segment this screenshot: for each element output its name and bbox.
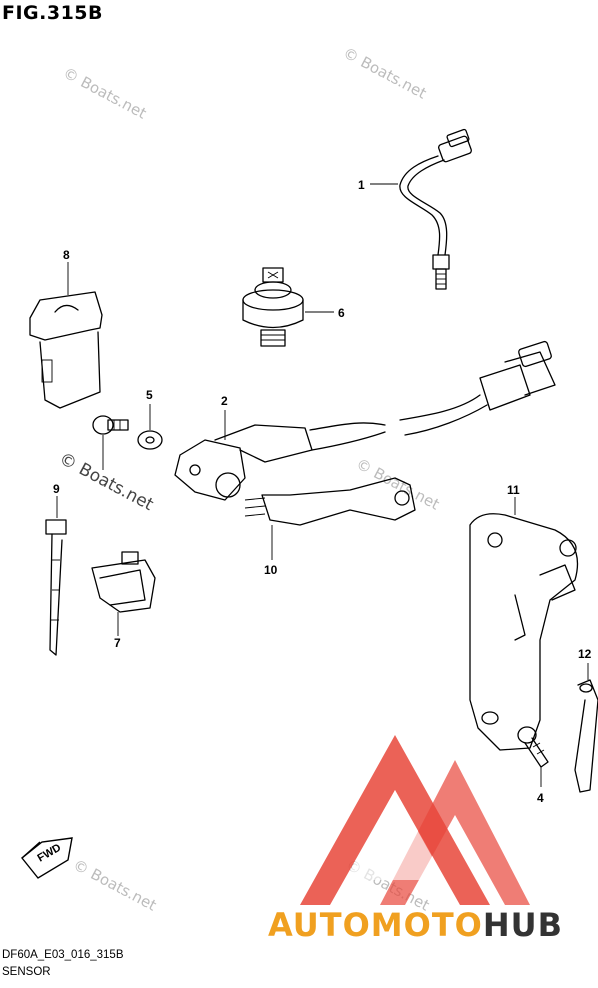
part-8-holder bbox=[29, 291, 103, 409]
fwd-direction-marker: FWD bbox=[21, 837, 73, 879]
callout-5: 4 bbox=[537, 791, 544, 805]
watermark-middle-right: © Boats.net bbox=[353, 455, 442, 514]
model-code: DF60A_E03_016_315B bbox=[2, 949, 124, 961]
automotohub-logo-mark bbox=[300, 735, 530, 905]
part-10-temp-sensor bbox=[244, 477, 416, 526]
callout-10: 10 bbox=[264, 563, 278, 577]
callout-9: 9 bbox=[53, 482, 60, 496]
watermark-bottom-left: © Boats.net bbox=[70, 856, 159, 915]
callout-2: 2 bbox=[221, 394, 228, 408]
callout-1: 1 bbox=[358, 178, 365, 192]
section-name: SENSOR bbox=[2, 966, 51, 978]
figure-title: FIG.315B bbox=[2, 2, 104, 24]
callout-4: 5 bbox=[146, 388, 153, 402]
callout-8: 8 bbox=[63, 248, 70, 262]
part-11-bracket bbox=[469, 513, 579, 751]
part-1-sensor-lead bbox=[399, 128, 472, 290]
part-3-bolt bbox=[92, 415, 129, 435]
callout-7: 7 bbox=[114, 636, 121, 650]
part-6-pressure-switch bbox=[242, 267, 304, 347]
part-4-washer bbox=[137, 430, 163, 450]
part-7-clamp bbox=[91, 551, 156, 613]
callout-11: 11 bbox=[507, 483, 520, 497]
callout-12: 12 bbox=[578, 647, 592, 661]
watermark-top-left: © Boats.net bbox=[60, 64, 149, 123]
logo-text-automoto: AUTOMOTOHUB bbox=[268, 906, 563, 944]
watermark-middle-left: © Boats.net bbox=[56, 449, 157, 516]
part-9-cable-tie bbox=[45, 519, 67, 656]
callout-6: 6 bbox=[338, 306, 345, 320]
part-12-cable-tie bbox=[574, 679, 598, 793]
part-2-position-sensor bbox=[174, 340, 556, 501]
watermark-top-right: © Boats.net bbox=[340, 44, 429, 103]
part-5-bolt bbox=[517, 726, 549, 768]
